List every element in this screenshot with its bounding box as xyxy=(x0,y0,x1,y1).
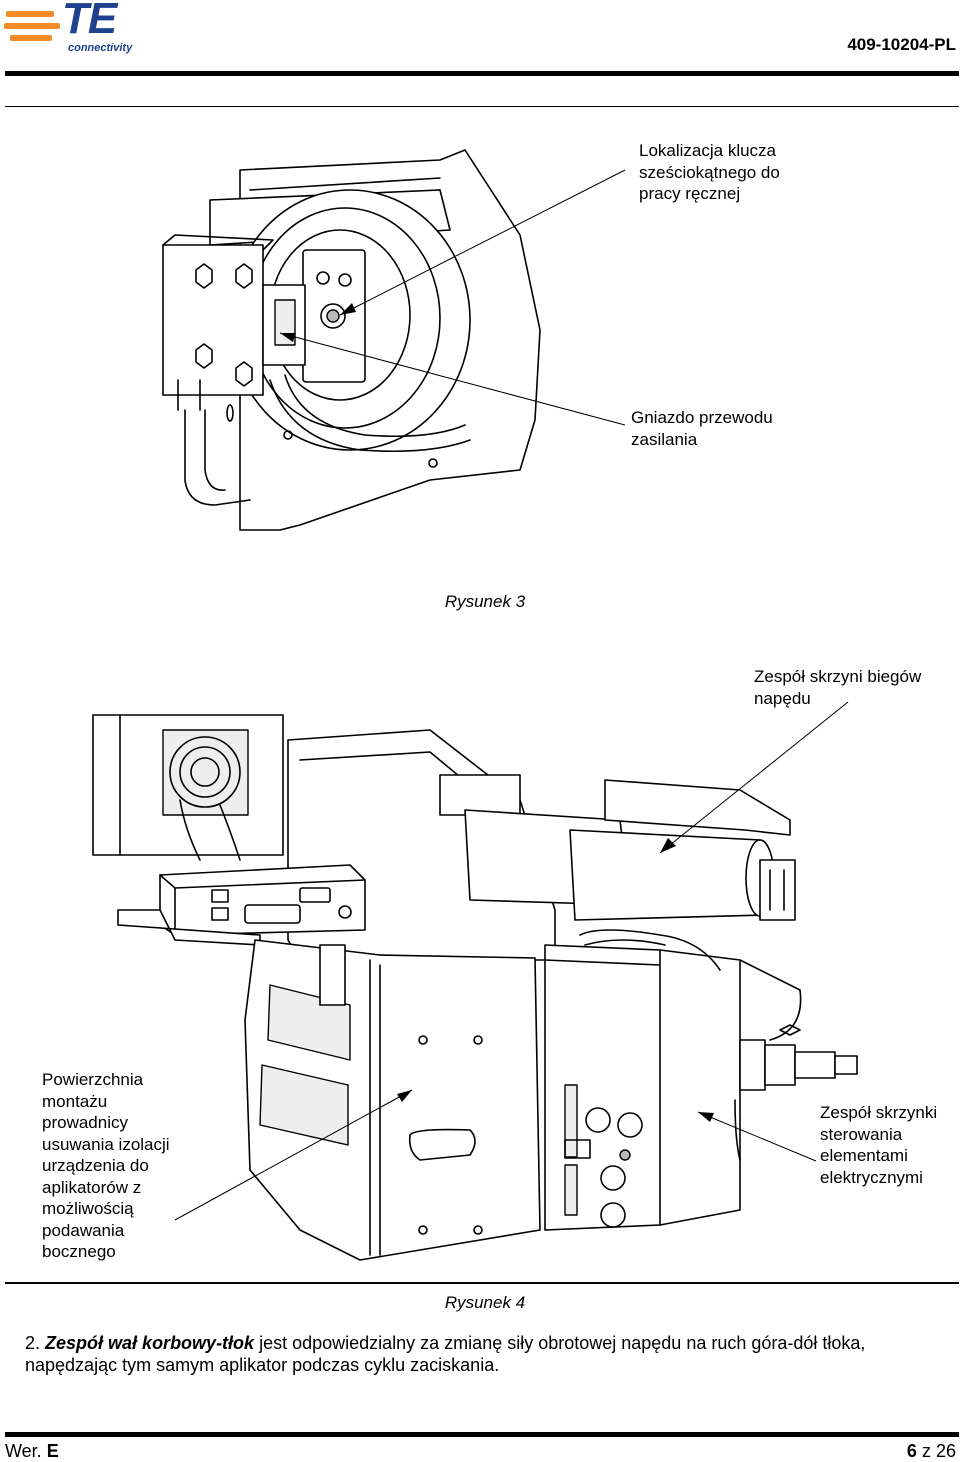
figure-3-plate xyxy=(262,249,366,383)
te-logo-mark-icon xyxy=(4,11,60,41)
paragraph-term: Zespół wał korbowy-tłok xyxy=(45,1333,255,1353)
paragraph-crank-piston: 2. Zespół wał korbowy-tłok jest odpowied… xyxy=(25,1332,945,1376)
figure-4-rule xyxy=(5,1282,959,1284)
paragraph-number: 2. xyxy=(25,1333,41,1353)
figure-4-drawing xyxy=(92,701,858,1261)
figure-4-fan-housing xyxy=(92,714,284,861)
callout-control-box: Zespół skrzynki sterowania elementami el… xyxy=(820,1103,938,1187)
callout-power-socket: Gniazdo przewodu zasilania xyxy=(631,408,773,449)
doc-number: 409-10204-PL xyxy=(847,35,956,54)
figure-3-drawing xyxy=(162,149,626,531)
footer-revision: Wer. E xyxy=(5,1441,59,1461)
callout-hex-key: Lokalizacja klucza sześciokątnego do pra… xyxy=(639,141,780,203)
te-logo: TE connectivity xyxy=(4,0,144,58)
figure-4-air-fitting xyxy=(734,959,858,1161)
callout-mount-surface: Powierzchnia montażu prowadnicy usuwania… xyxy=(42,1070,170,1261)
header-rule-thick xyxy=(5,71,959,76)
figure-3-bracket xyxy=(162,234,274,396)
figure-3-callout-lines xyxy=(279,169,626,426)
figure-3-caption: Rysunek 3 xyxy=(444,592,526,611)
footer-page-number: 6 z 26 xyxy=(906,1441,956,1461)
logo-text: TE xyxy=(62,0,117,43)
figure-4-caption: Rysunek 4 xyxy=(444,1293,526,1312)
header-rule-thin xyxy=(5,106,959,107)
figure-4-applicator-body xyxy=(244,939,541,1261)
figure-4-control-box xyxy=(544,929,741,1231)
paragraph-text: jest odpowiedzialny za zmianę siły obrot… xyxy=(25,1333,866,1375)
callout-gearbox: Zespół skrzyni biegów napędu xyxy=(754,667,922,708)
logo-subtext: connectivity xyxy=(68,42,133,54)
figure-4-callout-lines xyxy=(174,701,849,1221)
figure-4-control-module xyxy=(117,864,366,946)
figure-3-cable xyxy=(177,374,471,506)
figure-4-gearbox xyxy=(464,779,796,921)
footer-rule xyxy=(5,1432,959,1437)
